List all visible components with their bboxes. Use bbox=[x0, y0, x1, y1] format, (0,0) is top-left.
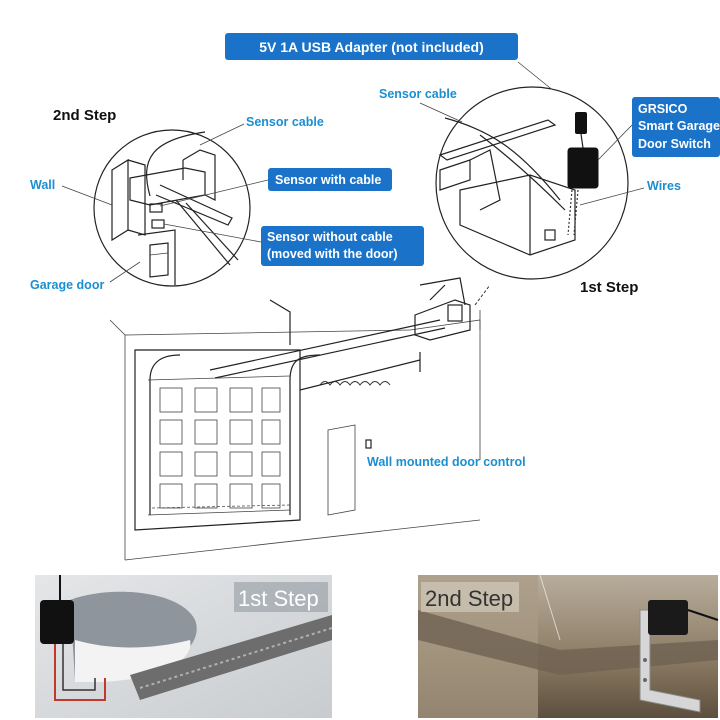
sensor-without-cable-box bbox=[261, 226, 424, 266]
step2-title: 2nd Step bbox=[53, 107, 116, 124]
door-panels bbox=[147, 375, 291, 516]
photo-step1: 1st Step bbox=[35, 575, 333, 718]
step2-detail-circle bbox=[93, 129, 251, 287]
adapter-label: 5V 1A USB Adapter (not included) bbox=[259, 39, 484, 55]
grsico-box bbox=[632, 97, 720, 157]
grsico-label-3: Door Switch bbox=[638, 137, 711, 151]
photo-step2: 2nd Step bbox=[418, 574, 719, 718]
grsico-label-1: GRSICO bbox=[638, 102, 688, 116]
photo-step1-caption-bg bbox=[234, 582, 328, 612]
step1-title: 1st Step bbox=[580, 279, 638, 296]
sensor-cable-right-label: Sensor cable bbox=[379, 87, 457, 101]
adapter-label-box bbox=[225, 33, 518, 60]
garage-door-label: Garage door bbox=[30, 278, 104, 292]
sensor-without-cable-label-1: Sensor without cable bbox=[267, 230, 393, 244]
grsico-label-2: Smart Garage bbox=[638, 119, 720, 133]
wires-label: Wires bbox=[647, 179, 681, 193]
photo-step2-caption: 2nd Step bbox=[425, 586, 513, 611]
wall-label: Wall bbox=[30, 178, 55, 192]
sensor-cable-left-label: Sensor cable bbox=[246, 115, 324, 129]
sensor-without-cable-label-2: (moved with the door) bbox=[267, 247, 398, 261]
photo-step2-caption-bg bbox=[421, 582, 519, 612]
sensor-with-cable-box bbox=[268, 168, 392, 191]
wall-control-label: Wall mounted door control bbox=[367, 455, 526, 469]
garage-illustration bbox=[109, 277, 491, 561]
step1-detail-circle bbox=[435, 86, 629, 280]
photo-step1-caption: 1st Step bbox=[238, 586, 319, 611]
sensor-with-cable-label: Sensor with cable bbox=[275, 173, 381, 187]
